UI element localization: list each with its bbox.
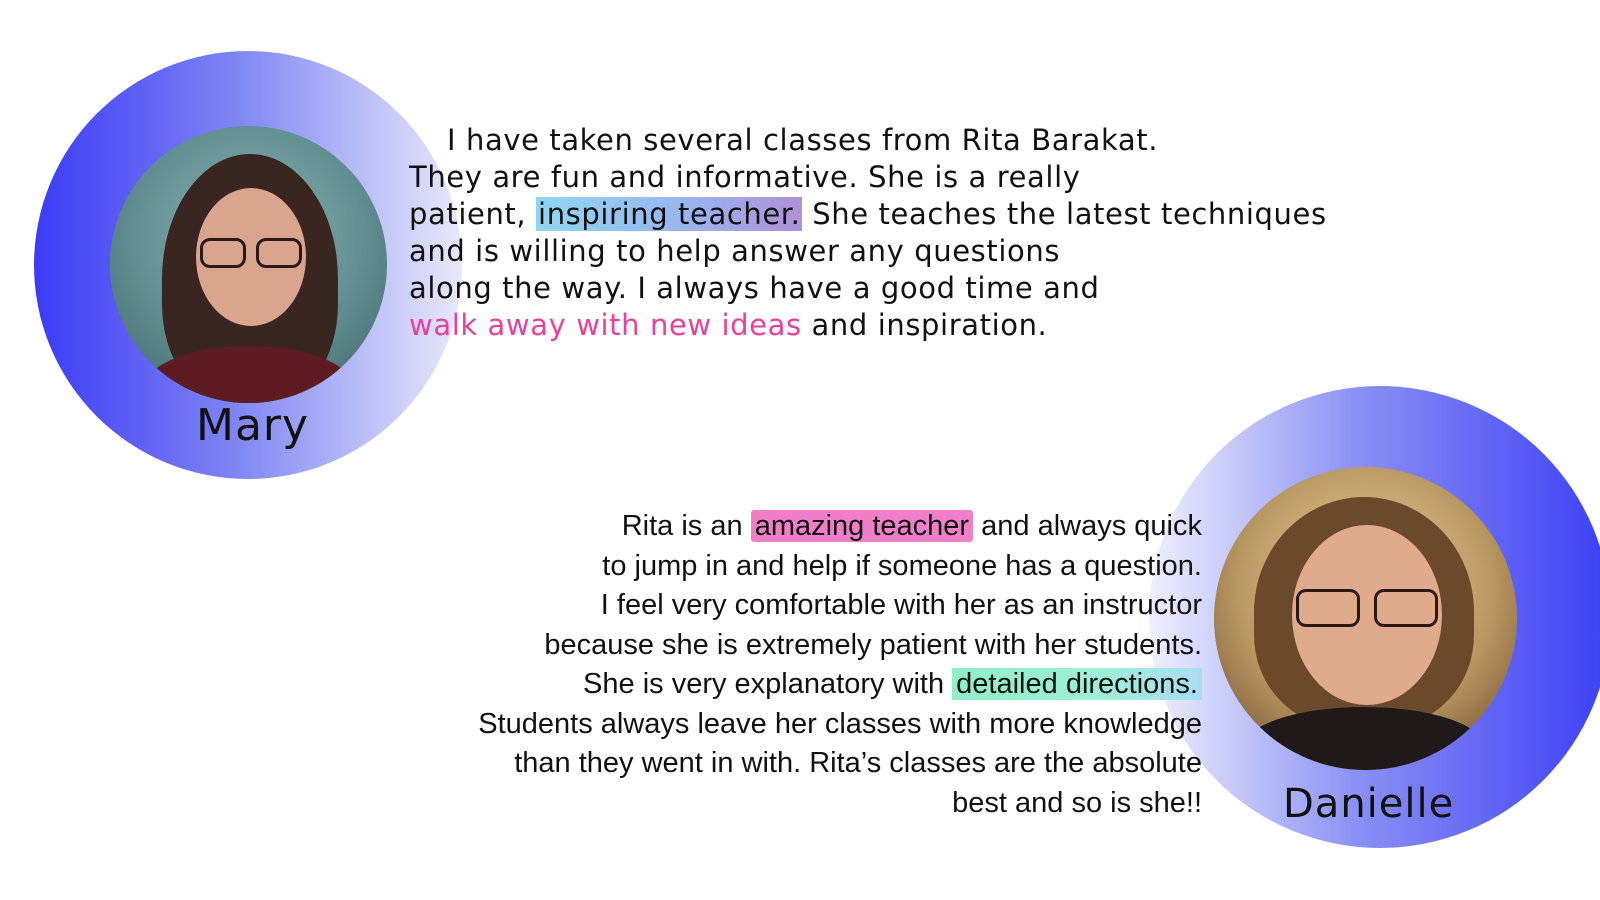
quote-line: Rita is an amazing teacher and always qu… bbox=[621, 510, 1202, 542]
quote-line: to jump in and help if someone has a que… bbox=[602, 549, 1202, 582]
quote-line: patient, inspiring teacher. She teaches … bbox=[409, 197, 1327, 231]
highlight-detailed-directions: detailed directions. bbox=[952, 668, 1202, 700]
danielle-quote: Rita is an amazing teacher and always qu… bbox=[300, 507, 1202, 823]
quote-line: I feel very comfortable with her as an i… bbox=[600, 589, 1202, 621]
quote-line: walk away with new ideas and inspiration… bbox=[409, 308, 1048, 342]
quote-line: Students always leave her classes with m… bbox=[478, 707, 1202, 740]
highlight-inspiring-teacher: inspiring teacher. bbox=[536, 197, 803, 231]
quote-line: best and so is she!! bbox=[952, 786, 1202, 819]
mary-photo bbox=[110, 126, 387, 403]
mary-quote: I have taken several classes from Rita B… bbox=[409, 122, 1489, 344]
quote-line: because she is extremely patient with he… bbox=[544, 628, 1202, 661]
quote-line: She is very explanatory with detailed di… bbox=[300, 665, 1202, 705]
mary-name: Mary bbox=[196, 400, 310, 451]
person-portrait-icon bbox=[1214, 467, 1517, 770]
highlight-new-ideas: walk away with new ideas bbox=[409, 308, 802, 342]
quote-line: I have taken several classes from Rita B… bbox=[447, 123, 1159, 157]
quote-line: and is willing to help answer any questi… bbox=[409, 234, 1061, 268]
person-portrait-icon bbox=[110, 126, 387, 403]
danielle-photo bbox=[1214, 467, 1517, 770]
quote-line: along the way. I always have a good time… bbox=[409, 271, 1100, 305]
quote-line: They are fun and informative. She is a r… bbox=[409, 160, 1081, 194]
danielle-name: Danielle bbox=[1283, 781, 1455, 827]
highlight-amazing-teacher: amazing teacher bbox=[750, 510, 974, 542]
quote-line: than they went in with. Rita’s classes a… bbox=[514, 747, 1202, 779]
